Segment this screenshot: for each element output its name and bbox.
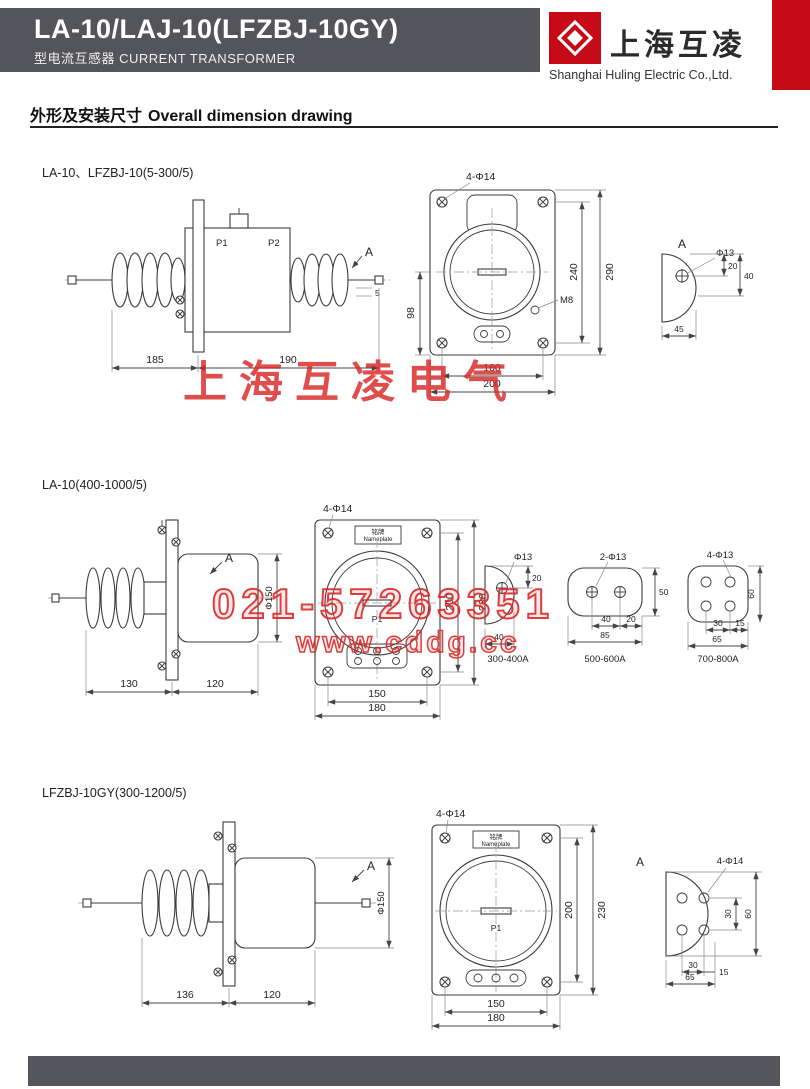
d3-dim-phi150: Φ150 (376, 891, 387, 914)
header-bar: LA-10/LAJ-10(LFZBJ-10GY) 型电流互感器 CURRENT … (0, 8, 540, 72)
d3-detail-v1: 30 (723, 909, 733, 919)
section-heading-en: Overall dimension drawing (148, 108, 353, 125)
d3-front-view: 铭牌 Nameplate P1 4-Φ14 200 230 (431, 808, 608, 1030)
d2-detail-500-600: 2-Φ13 40 20 85 50 500-600A (567, 552, 669, 665)
drawing1-label: LA-10、LFZBJ-10(5-300/5) (42, 166, 194, 180)
page-subtitle: 型电流互感器 CURRENT TRANSFORMER (34, 51, 296, 66)
drawing3-label: LFZBJ-10GY(300-1200/5) (42, 786, 187, 800)
d1-front-view: M8 4-Φ14 240 290 98 (405, 171, 616, 396)
d1-m8-label: M8 (560, 295, 573, 306)
d2-detail1-dim2: 40 (494, 632, 504, 642)
d2-detail-700-800: 4-Φ13 30 15 65 60 700-800A (687, 550, 764, 665)
d2-detail2-dim2: 20 (626, 614, 636, 624)
d1-p1-label: P1 (216, 238, 228, 249)
d3-nameplate-cn: 铭牌 (490, 832, 504, 841)
d3-dim-230: 230 (596, 901, 608, 919)
d1-dim-190: 190 (279, 354, 297, 366)
d1-dim-5: 5 (375, 288, 380, 298)
d2-terminals (157, 520, 181, 671)
d1-holes-label: 4-Φ14 (466, 171, 496, 183)
d2-detail2-label: 500-600A (584, 654, 626, 665)
d1-p2-label: P2 (268, 238, 280, 249)
d2-nameplate-cn: 铭牌 (372, 527, 386, 536)
section-heading-cn: 外形及安装尺寸 (30, 108, 143, 125)
d2-dim-150: 150 (368, 688, 386, 700)
d2-detail2-v: 50 (659, 587, 669, 597)
d3-detail-total: 65 (685, 972, 695, 982)
d3-dim-200: 200 (563, 901, 575, 919)
d2-dim-130: 130 (120, 678, 138, 690)
d2-dim-200: 200 (444, 593, 456, 611)
d2-dim-phi150: Φ150 (264, 586, 275, 609)
d3-dim-120: 120 (263, 989, 281, 1001)
d1-detail-dim-40: 40 (744, 271, 754, 281)
d1-side-dimensions: 185 190 (111, 288, 380, 372)
d3-detail-v2: 60 (743, 909, 753, 919)
d3-detail-a: A 4-Φ14 30 60 30 15 65 (636, 855, 762, 988)
d2-detail3-dim2: 15 (735, 618, 745, 628)
d2-mount-holes (322, 527, 433, 678)
d1-detail-phi13: Φ13 (716, 248, 734, 259)
drawing2-label: LA-10(400-1000/5) (42, 478, 147, 492)
d3-dim-180: 180 (487, 1012, 505, 1024)
d1-section-a-marker: A 5 (351, 245, 380, 298)
d1-dim-200: 200 (483, 378, 501, 390)
d1-mount-holes (436, 196, 549, 349)
drawing2-la10-400-1000: A Φ150 130 120 铭牌 Na (48, 503, 764, 720)
d2-detail3-total: 65 (712, 634, 722, 644)
d2-detail3-label: 700-800A (697, 654, 739, 665)
d1-side-view: P1 P2 (65, 199, 390, 353)
footer-bar (28, 1056, 780, 1086)
page-title: LA-10/LAJ-10(LFZBJ-10GY) (34, 14, 399, 44)
d1-dim-160: 160 (483, 362, 501, 374)
d2-section-a-text: A (225, 551, 233, 565)
d1-section-a-text: A (365, 245, 373, 259)
d2-dim-180: 180 (368, 702, 386, 714)
d2-holes-label: 4-Φ14 (323, 503, 353, 515)
d2-detail1-dim1: 20 (532, 573, 542, 583)
drawing1-la10-5-300: P1 P2 A 5 185 (65, 171, 754, 396)
d1-detail-a-title: A (678, 237, 686, 251)
d1-dim-185: 185 (146, 354, 164, 366)
d1-secondary-terminals (175, 295, 185, 319)
d1-detail-dim-45: 45 (674, 324, 684, 334)
d2-dim-120: 120 (206, 678, 224, 690)
d3-holes-label: 4-Φ14 (436, 808, 466, 820)
d2-detail1-label: 300-400A (487, 654, 529, 665)
d3-detail-dim2: 15 (719, 967, 729, 977)
d1-dim-290: 290 (604, 263, 616, 281)
company-name: Shanghai Huling Electric Co.,Ltd. (549, 68, 733, 82)
d2-nameplate-en: Nameplate (363, 537, 393, 543)
d2-detail3-v: 60 (746, 589, 756, 599)
d1-detail-dim-20: 20 (728, 261, 738, 271)
d3-mount-holes (439, 832, 553, 988)
d2-front-view: 铭牌 Nameplate P1 4-Φ14 200 230 (314, 503, 489, 720)
d2-detail2-total: 85 (600, 630, 610, 640)
red-accent-block (772, 0, 810, 90)
d1-dim-240: 240 (568, 263, 580, 281)
d3-terminals (213, 831, 237, 977)
drawing3-lfzbj10gy-300-1200: A Φ150 136 120 铭牌 Na (78, 808, 762, 1030)
d2-detail2-dim1: 40 (601, 614, 611, 624)
d2-detail-300-400: Φ13 20 40 300-400A (484, 552, 542, 665)
heading-rule (30, 126, 778, 128)
company-logo (549, 12, 601, 64)
d3-detail-holes: 4-Φ14 (717, 856, 744, 867)
d1-detail-a: A Φ13 20 40 45 (661, 237, 754, 340)
d2-detail3-dim1: 30 (713, 618, 723, 628)
d2-detail1-holes: Φ13 (514, 552, 532, 563)
d2-detail3-holes: 4-Φ13 (707, 550, 734, 561)
d2-side-view: A Φ150 130 120 (48, 519, 282, 696)
brand-name: 上海互凌 (610, 29, 746, 62)
d3-side-view: A Φ150 136 120 (78, 821, 394, 1007)
logo-diamond-icon (556, 19, 594, 57)
d2-detail2-holes: 2-Φ13 (600, 552, 627, 563)
section-heading: 外形及安装尺寸 Overall dimension drawing (30, 102, 353, 126)
d3-dim-136: 136 (176, 989, 194, 1001)
d3-dim-150: 150 (487, 998, 505, 1010)
d1-dim-98: 98 (405, 307, 417, 319)
d3-detail-dim1: 30 (688, 960, 698, 970)
d3-detail-a-title: A (636, 855, 644, 869)
d3-section-a-text: A (367, 859, 375, 873)
